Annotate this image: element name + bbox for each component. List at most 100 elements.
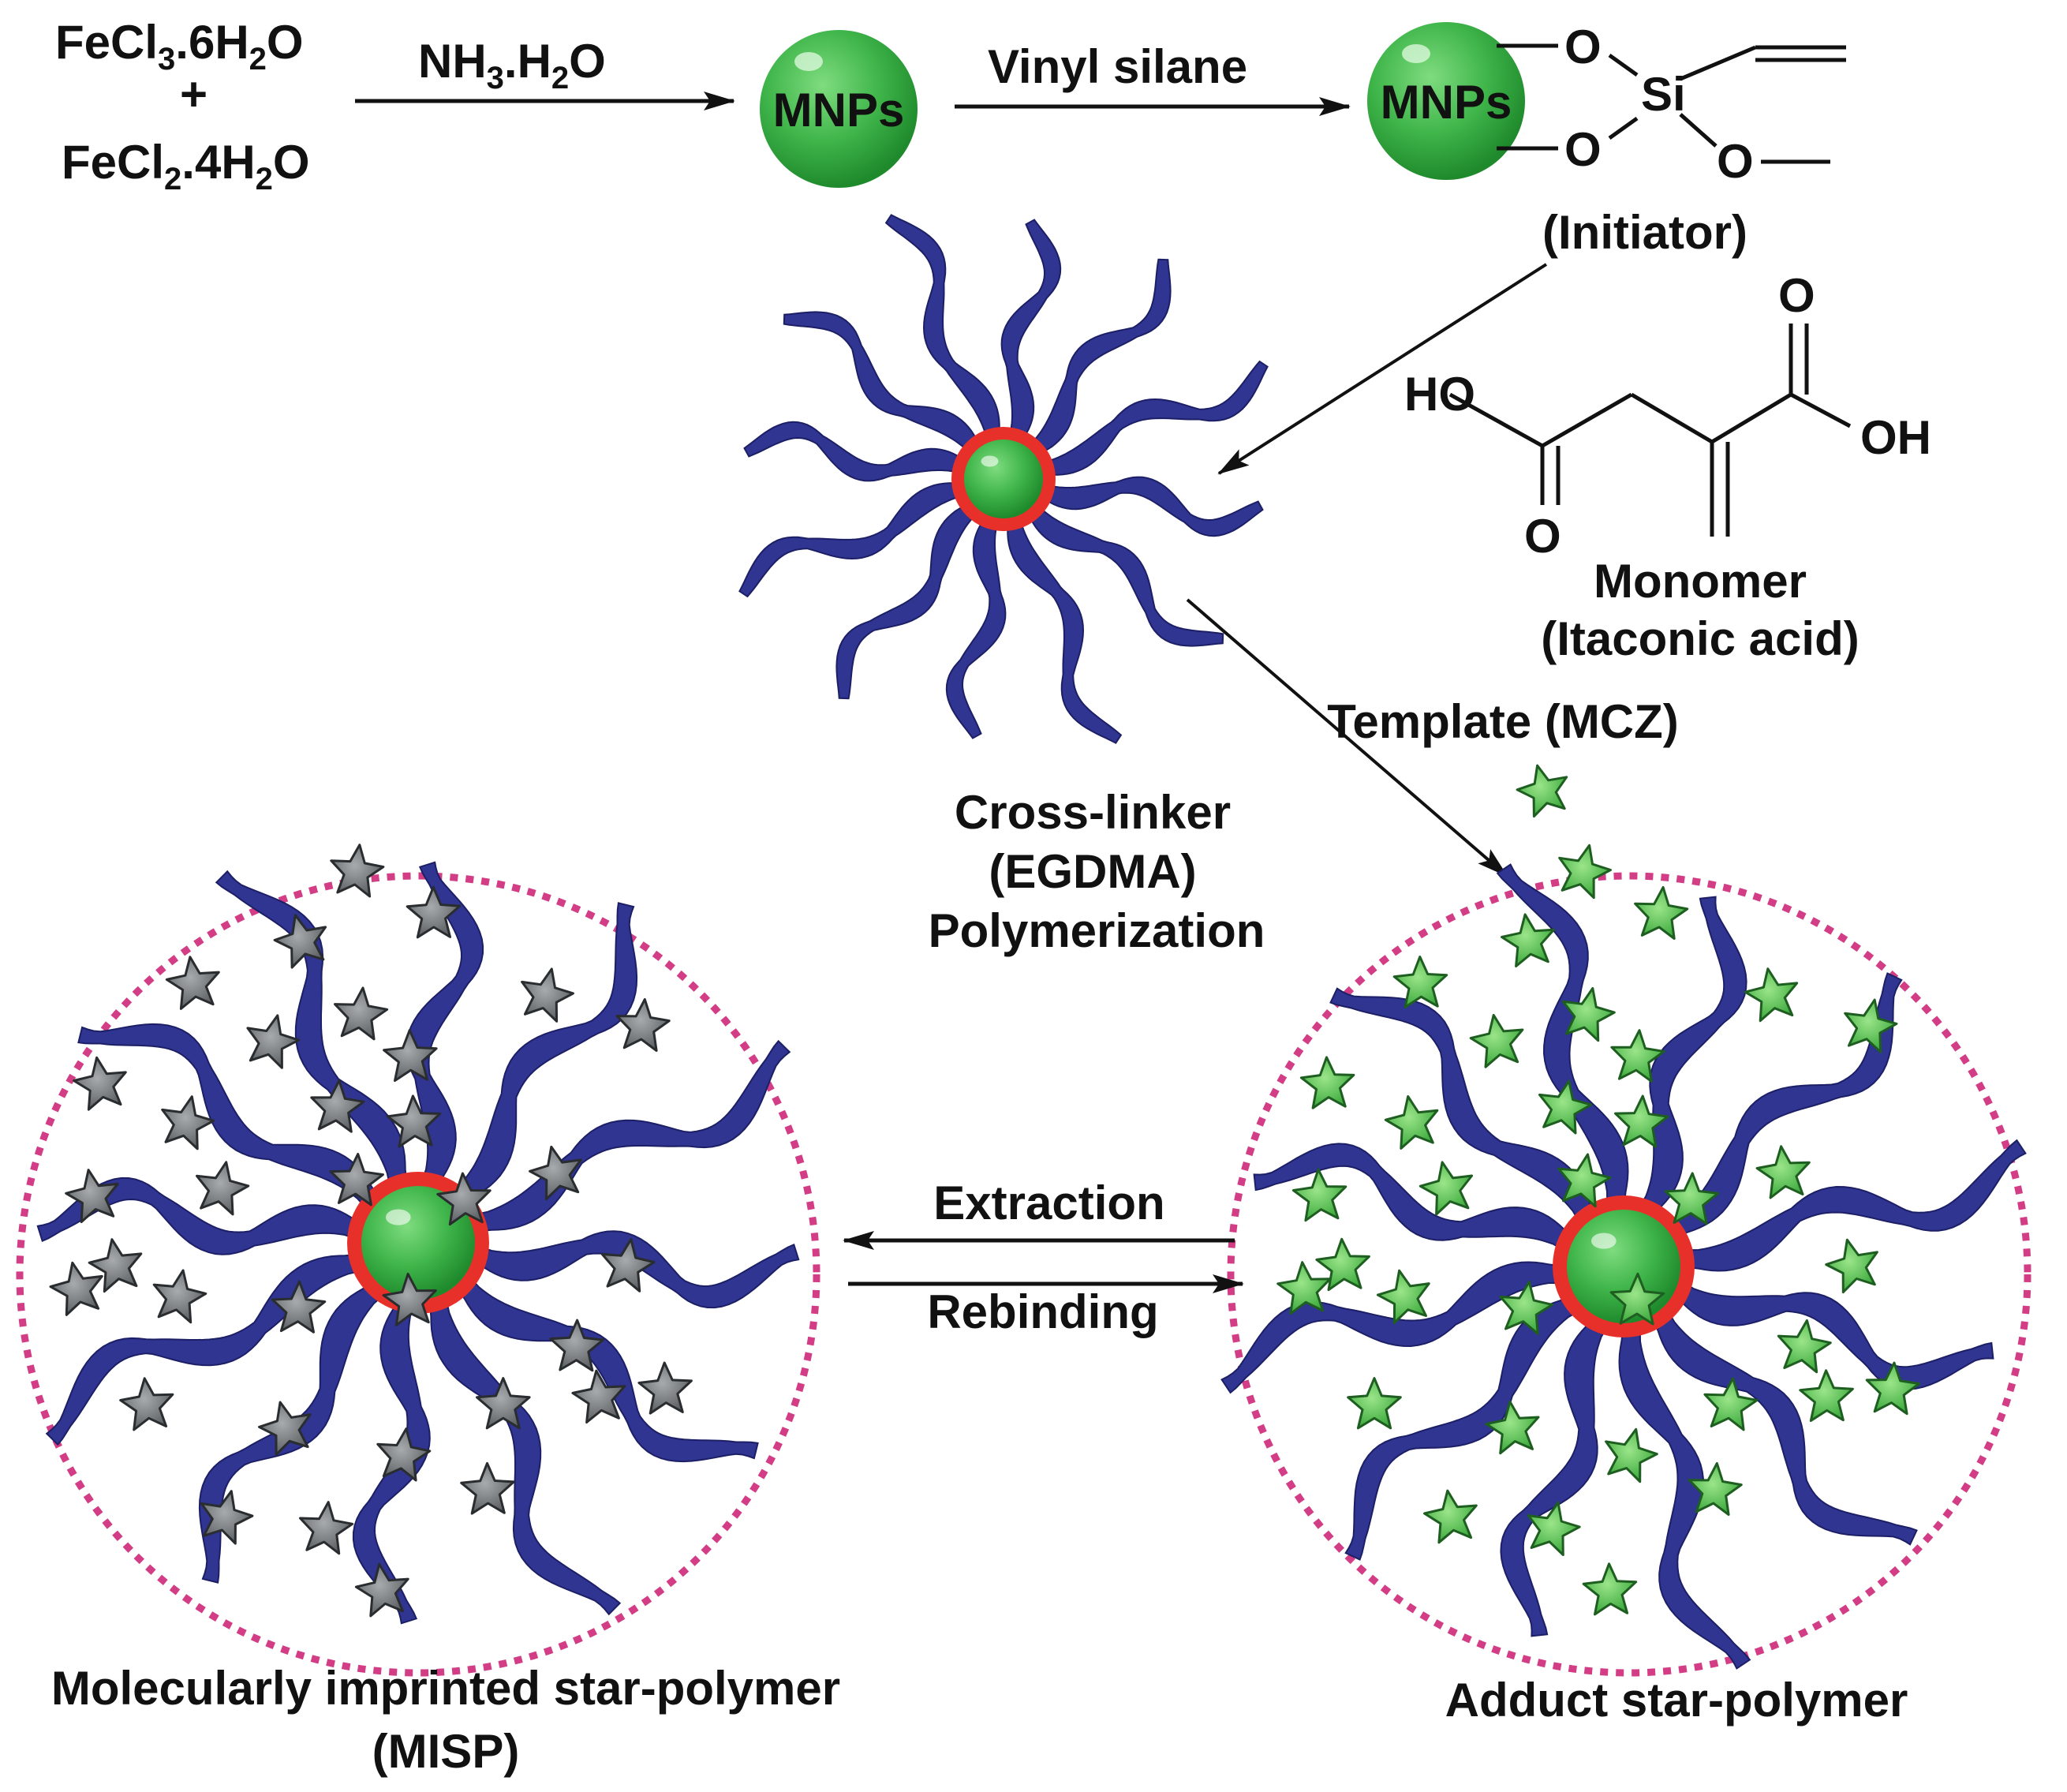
cavity-star-gray [165, 956, 220, 1010]
silane-si: Si [1641, 68, 1686, 121]
cavity-star-gray [65, 1169, 119, 1223]
cavity-star-gray [258, 1401, 312, 1456]
itaconic-o-top: O [1778, 269, 1815, 322]
polymer-arm [743, 421, 986, 486]
cavity-star-gray [615, 998, 671, 1052]
cavity-star-gray [521, 967, 574, 1023]
polymer-arm [1500, 1298, 1624, 1637]
polymer-arm [434, 902, 638, 1220]
template-star-green [1315, 1237, 1370, 1292]
cavity-star-gray [330, 844, 385, 898]
mnp-sphere: MNPs [760, 30, 918, 188]
template-star-green [1825, 1238, 1878, 1294]
template-star-green [1516, 764, 1568, 818]
svg-text:FeCl3.6H2O: FeCl3.6H2O [55, 16, 304, 77]
cavity-star-gray [386, 1094, 442, 1148]
svg-text:MNPs: MNPs [773, 84, 905, 137]
cavity-star-gray [354, 1562, 409, 1618]
template-star-green [1418, 1161, 1474, 1216]
template-star-green [1499, 1281, 1554, 1335]
silane-structure [1497, 43, 1846, 164]
polymer-arm [36, 1177, 382, 1255]
plus-sign: + [180, 68, 207, 121]
cavity-star-gray [200, 1490, 254, 1545]
template-star-green [1582, 1562, 1638, 1616]
itaconic-o-bottom: O [1524, 510, 1561, 563]
adduct-label: Adduct star-polymer [1445, 1674, 1908, 1727]
cavity-star-gray [436, 1172, 492, 1226]
polymer-arm [1329, 987, 1608, 1242]
template-star-green [1384, 1095, 1439, 1150]
template-star-green [1485, 1400, 1540, 1455]
crosslinker-line3: Polymerization [929, 904, 1265, 957]
template-star-green [1605, 1427, 1658, 1483]
polymer-arm [1220, 1261, 1583, 1394]
cavity-star-gray [299, 1501, 354, 1555]
adduct-particle [1220, 844, 2031, 1677]
polymer-arm [1000, 499, 1123, 744]
cavity-star-gray [196, 1161, 250, 1216]
polymer-arm [1655, 1266, 1994, 1390]
cavity-star-gray [382, 1272, 437, 1326]
cavity-star-gray [376, 1427, 432, 1482]
label-rebinding: Rebinding [927, 1285, 1158, 1338]
label-vinyl-silane: Vinyl silane [988, 40, 1247, 93]
polymer-arm [1023, 360, 1269, 482]
arrow-star-to-adduct [1186, 598, 1508, 877]
cavity-star-gray [529, 1145, 582, 1201]
cavity-star-gray [88, 1238, 143, 1293]
cavity-star-gray [600, 1238, 656, 1293]
cavity-star-gray [49, 1261, 103, 1316]
template-star-green [1609, 1272, 1665, 1326]
cavity-star-gray [246, 1014, 301, 1069]
label-nh3-h2o: NH3.H2O [418, 35, 606, 95]
itaconic-ho: HO [1404, 368, 1475, 421]
polymer-arm [835, 488, 996, 700]
itaconic-acid-structure [1448, 324, 1852, 537]
template-star-green [1688, 1462, 1743, 1516]
template-star-green [1527, 1501, 1581, 1556]
polymer-arm [783, 311, 995, 472]
template-star-green [1664, 1172, 1719, 1225]
itaconic-oh: OH [1860, 411, 1931, 464]
monomer-name: (Itaconic acid) [1541, 612, 1859, 665]
template-star-green [1799, 1369, 1854, 1422]
template-star-green [1558, 844, 1612, 900]
template-star-green [1538, 1079, 1593, 1135]
reagent-fecl2: FeCl2.4H2O [62, 136, 310, 196]
polymer-arm [1253, 1143, 1592, 1266]
polymer-arm [454, 1230, 800, 1309]
star-polymer-precursor [738, 214, 1269, 744]
cavity-star-gray [406, 885, 462, 939]
template-star-green [1469, 1013, 1524, 1068]
misp-label-line2: (MISP) [372, 1725, 520, 1778]
cavity-star-gray [152, 1269, 207, 1324]
template-star-green [1376, 1269, 1430, 1324]
arrow-initiator-to-star [1217, 263, 1548, 475]
template-star-green [1610, 1029, 1665, 1083]
template-star-green [1423, 1489, 1478, 1544]
magnetic-core [951, 427, 1056, 531]
template-star-green [1501, 913, 1555, 967]
polymer-arm [1011, 258, 1172, 470]
silane-o1: O [1564, 21, 1602, 73]
polymer-arm [77, 1023, 395, 1227]
svg-text:FeCl2.4H2O: FeCl2.4H2O [62, 136, 310, 196]
template-star-green [1561, 987, 1616, 1042]
svg-text:MNPs: MNPs [1381, 76, 1512, 129]
cavity-star-gray [460, 1461, 515, 1515]
cavity-star-gray [161, 1095, 215, 1150]
cavity-star-gray [476, 1377, 531, 1430]
polymer-arm [1012, 486, 1224, 647]
template-star-green [1276, 1261, 1332, 1315]
template-star-green [1844, 998, 1898, 1053]
template-star-green [1634, 886, 1689, 940]
template-star-green [1299, 1056, 1355, 1109]
template-star-green [1557, 1153, 1612, 1208]
polymer-arm [352, 1279, 431, 1625]
polymer-arm [1618, 1307, 1751, 1670]
template-star-green [1865, 1361, 1921, 1416]
silane-o3: O [1717, 135, 1754, 188]
template-star-green [1703, 1377, 1759, 1431]
